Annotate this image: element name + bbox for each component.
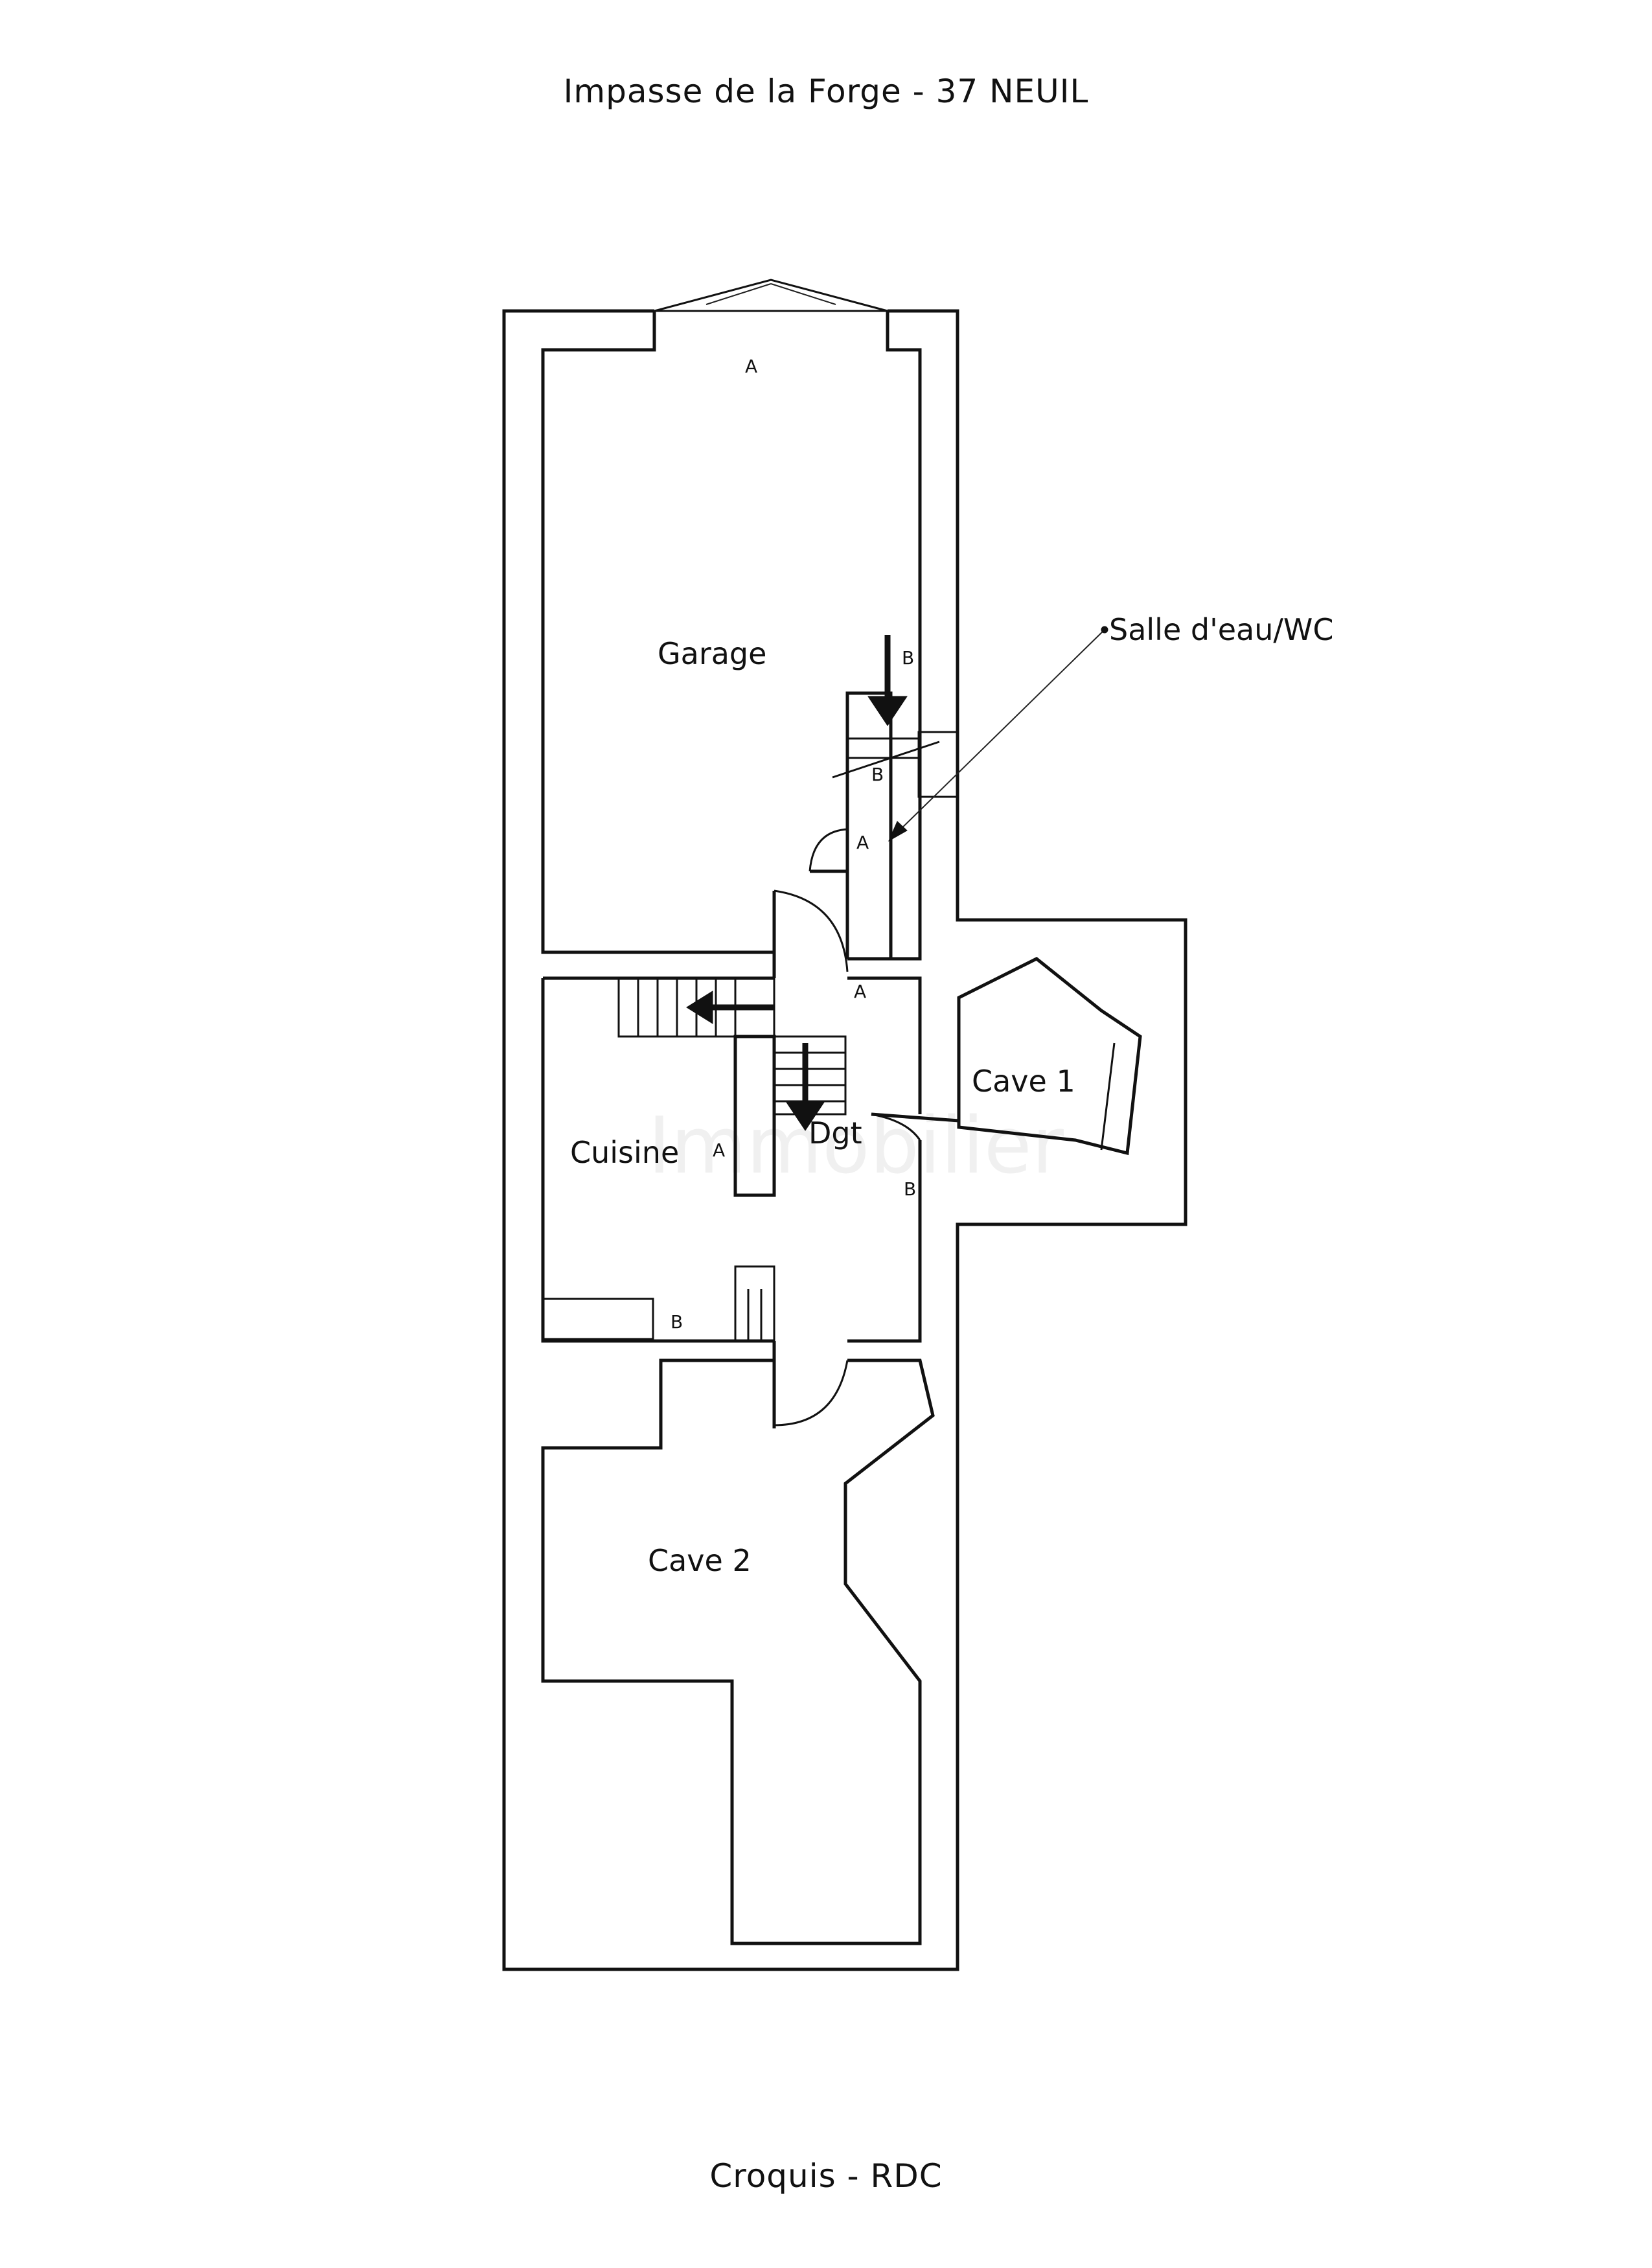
- central-pillar: [733, 1035, 776, 1197]
- cuisine-wall-bottom: [541, 978, 774, 1343]
- hall-wall-right-upper: [847, 976, 922, 1114]
- garage-door-swing: [774, 889, 849, 972]
- cave1-door: [871, 1112, 959, 1123]
- marker-b-hall: B: [904, 1178, 916, 1200]
- canopy-ridge-right: [770, 283, 836, 305]
- cave2-walls: [541, 1358, 935, 1945]
- wc-cabinet: [917, 731, 959, 798]
- kitchen-cabinet: [734, 1265, 775, 1342]
- marker-a-cuisine: A: [713, 1140, 725, 1161]
- outer-walls: [502, 279, 1187, 1971]
- callout-arrow-icon: [888, 821, 908, 842]
- marker-b-cuisine: B: [671, 1311, 683, 1333]
- hall-wall-right-lower: [847, 1140, 922, 1343]
- page-footer: Croquis - RDC: [709, 2157, 943, 2195]
- marker-b-wc: B: [871, 764, 884, 785]
- cuisine-label: Cuisine: [570, 1135, 679, 1170]
- cave2-room: Cave 2: [541, 1341, 935, 1945]
- outer-wall-left: [502, 309, 1187, 1971]
- cave2-label: Cave 2: [648, 1543, 751, 1578]
- down-arrow-icon: [867, 696, 908, 726]
- callout-leader: [893, 629, 1105, 836]
- wc-walls: [845, 691, 893, 959]
- down-arrow-icon-2: [785, 1101, 825, 1131]
- dgt-label: Dgt: [809, 1116, 862, 1151]
- garage-room: Garage A: [541, 311, 922, 961]
- cave1-label: Cave 1: [972, 1064, 1075, 1099]
- marker-a-garage: A: [745, 356, 757, 377]
- garage-walls: [541, 311, 774, 954]
- wc-door-swing: [809, 828, 849, 872]
- marker-b-wc-top: B: [902, 647, 914, 669]
- salle-eau-callout: Salle d'eau/WC: [888, 612, 1333, 842]
- cave1-walls: [957, 957, 1142, 1156]
- kitchen-counter: [542, 1298, 654, 1340]
- garage-wall-right: [847, 311, 922, 961]
- callout-dot: [1101, 626, 1108, 634]
- marker-a-wc: A: [856, 832, 869, 853]
- cuisine-room: Cuisine A B: [541, 978, 775, 1343]
- marker-a-hall: A: [854, 981, 866, 1002]
- canopy-ridge-left: [706, 283, 772, 305]
- garage-label: Garage: [658, 636, 766, 671]
- wc-block: B B A: [809, 635, 959, 959]
- hall-area: A Dgt B: [543, 889, 959, 1343]
- cave2-door-swing: [774, 1360, 849, 1426]
- watermark: Immobilier: [648, 1101, 1064, 1191]
- page-title: Impasse de la Forge - 37 NEUIL: [563, 73, 1089, 110]
- entrance-canopy-icon: [654, 279, 888, 312]
- left-arrow-icon: [686, 991, 713, 1024]
- stair-cut: [832, 740, 940, 779]
- salle-eau-label: Salle d'eau/WC: [1109, 612, 1333, 647]
- cave1-shelf: [1100, 1042, 1116, 1151]
- cave1-room: Cave 1: [957, 957, 1142, 1156]
